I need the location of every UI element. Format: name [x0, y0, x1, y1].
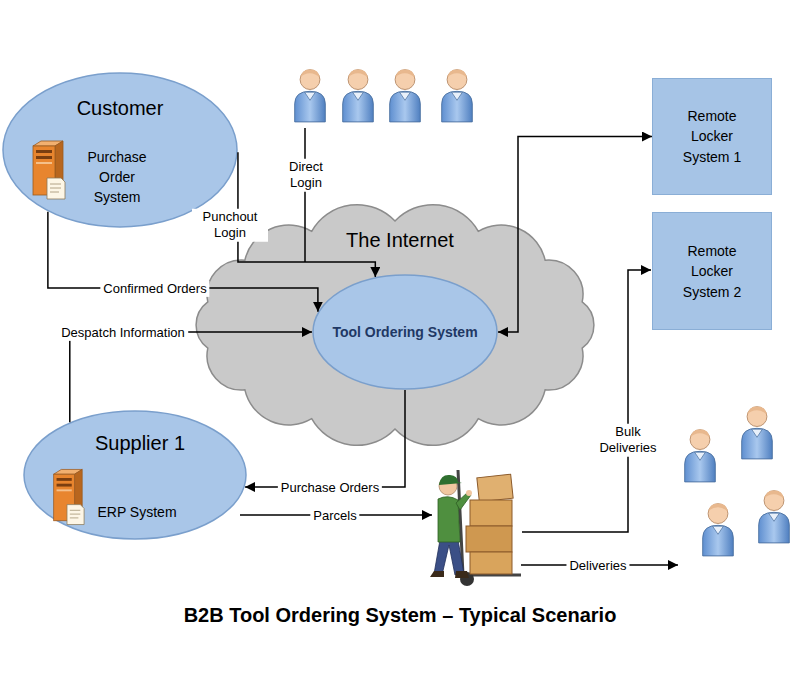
ellipse-shape [313, 275, 497, 389]
server-icon [54, 469, 84, 524]
text-holder: Tool Ordering System [332, 323, 477, 341]
person-icon [390, 70, 421, 122]
system-ellipse: Tool Ordering System [312, 274, 498, 390]
edge-label: Punchout Login [192, 209, 268, 242]
node-label: Remote Locker System 1 [672, 106, 752, 167]
label-holder: Punchout Login [192, 209, 268, 242]
edge-label: Purchase Orders [278, 480, 382, 496]
text-holder: Remote Locker System 2 [672, 241, 752, 302]
person-icon [742, 407, 773, 459]
node-heading: The Internet [346, 228, 454, 252]
label-holder: Confirmed Orders [100, 279, 209, 297]
text-holder: Remote Locker System 1 [672, 106, 752, 167]
person-icon [442, 70, 473, 122]
text-holder: ERP System [97, 503, 176, 521]
ellipse-shape [24, 411, 246, 539]
people-group [685, 407, 790, 556]
flow-label: Bulk Deliveries [590, 424, 666, 457]
flow-label: Direct Login [278, 159, 334, 192]
text-holder: Customer [77, 96, 164, 120]
label-holder: Purchase Orders [278, 478, 382, 496]
ellipse-shape [3, 73, 237, 227]
customer-ellipse: CustomerPurchase Order System [2, 72, 238, 228]
text-holder: Supplier 1 [95, 431, 185, 455]
people-group [295, 70, 473, 122]
person-icon [685, 430, 716, 482]
label-holder: Despatch Information [58, 323, 188, 341]
flow-label: Parcels [310, 508, 359, 524]
person-icon [343, 70, 374, 122]
box-shape [653, 213, 772, 330]
box-shape [653, 79, 772, 195]
label-holder: Parcels [310, 506, 359, 524]
person-icon [295, 70, 326, 122]
delivery-man [430, 470, 521, 586]
person-icon [703, 504, 734, 556]
edge-label: Despatch Information [58, 325, 188, 341]
ellipse-outline [23, 410, 247, 540]
system-label: Purchase Order System [77, 148, 157, 208]
supplier-ellipse: Supplier 1 ERP System [23, 410, 247, 540]
title-holder: B2B Tool Ordering System – Typical Scena… [184, 604, 617, 627]
label-holder: Bulk Deliveries [590, 424, 666, 457]
locker-box: Remote Locker System 2 [652, 212, 772, 330]
flow-label: Deliveries [566, 558, 629, 574]
edge-label: Confirmed Orders [100, 281, 209, 297]
text-holder: Purchase Order System [77, 148, 157, 208]
text-holder: The Internet [346, 228, 454, 252]
diagram-title: B2B Tool Ordering System – Typical Scena… [184, 604, 617, 627]
person-icon [759, 491, 790, 543]
system-label: ERP System [97, 504, 176, 521]
locker-box: Remote Locker System 1 [652, 78, 772, 195]
server-icon [33, 141, 65, 199]
label-holder: Deliveries [566, 556, 629, 574]
label-holder: Direct Login [278, 159, 334, 192]
node-label: Remote Locker System 2 [672, 241, 752, 302]
node-heading: Customer [77, 96, 164, 120]
node-heading: Supplier 1 [95, 431, 185, 455]
node-label: Tool Ordering System [332, 324, 477, 341]
